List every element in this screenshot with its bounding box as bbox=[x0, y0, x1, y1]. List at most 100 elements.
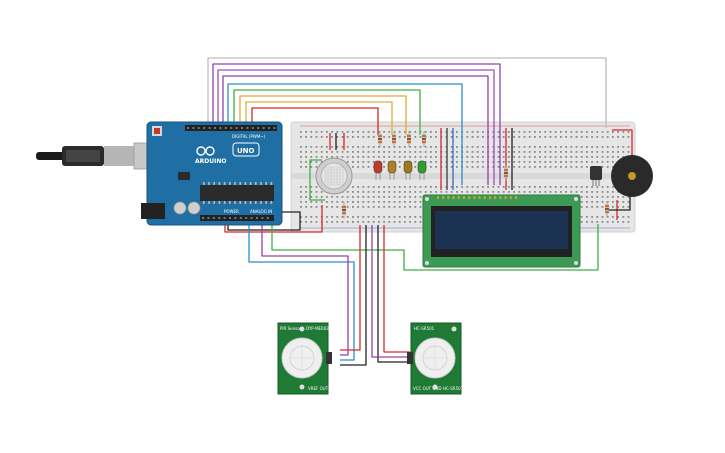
breadboard-hole bbox=[549, 131, 552, 133]
breadboard-hole bbox=[404, 151, 406, 153]
breadboard-hole bbox=[502, 186, 505, 188]
breadboard-hole bbox=[372, 221, 375, 223]
breadboard-hole bbox=[482, 186, 484, 188]
breadboard-hole bbox=[310, 196, 313, 198]
breadboard-hole bbox=[320, 161, 323, 163]
breadboard-hole bbox=[346, 221, 349, 223]
breadboard-hole bbox=[424, 151, 427, 153]
breadboard-hole bbox=[591, 206, 593, 208]
breadboard-hole bbox=[419, 151, 422, 153]
breadboard-hole bbox=[326, 156, 328, 158]
breadboard-hole bbox=[523, 191, 526, 193]
breadboard-hole bbox=[580, 151, 583, 153]
breadboard-hole bbox=[482, 191, 484, 193]
breadboard-hole bbox=[404, 186, 406, 188]
breadboard-hole bbox=[622, 206, 625, 208]
breadboard-hole bbox=[352, 131, 354, 133]
lcd-header-pins bbox=[437, 196, 517, 199]
resistor-band bbox=[422, 141, 426, 143]
breadboard-hole bbox=[617, 151, 619, 153]
breadboard-hole bbox=[300, 166, 302, 168]
breadboard-hole bbox=[471, 146, 474, 148]
breadboard-hole bbox=[419, 216, 422, 218]
breadboard-hole bbox=[554, 151, 557, 153]
breadboard-hole bbox=[383, 186, 385, 188]
breadboard-hole bbox=[508, 191, 510, 193]
breadboard-hole bbox=[320, 146, 323, 148]
breadboard-hole bbox=[430, 191, 432, 193]
breadboard-hole bbox=[508, 151, 510, 153]
breadboard-hole bbox=[346, 151, 349, 153]
breadboard-hole bbox=[315, 146, 318, 148]
breadboard-hole bbox=[560, 186, 562, 188]
lcd-pin bbox=[499, 196, 502, 199]
breadboard-hole bbox=[378, 206, 380, 208]
breadboard-hole bbox=[492, 151, 495, 153]
breadboard-hole bbox=[398, 191, 401, 193]
breadboard-hole bbox=[419, 186, 422, 188]
breadboard-hole bbox=[461, 191, 463, 193]
breadboard-hole bbox=[414, 151, 417, 153]
chip-leg bbox=[223, 182, 226, 185]
breadboard-hole bbox=[398, 196, 401, 198]
breadboard-hole bbox=[476, 166, 479, 168]
breadboard-hole bbox=[404, 136, 406, 138]
chip-leg bbox=[260, 201, 262, 204]
breadboard-hole bbox=[305, 151, 307, 153]
breadboard-hole bbox=[419, 156, 422, 158]
breadboard-hole bbox=[456, 156, 458, 158]
breadboard-hole bbox=[606, 196, 609, 198]
breadboard-hole bbox=[388, 196, 391, 198]
breadboard-hole bbox=[367, 136, 370, 138]
breadboard-hole bbox=[601, 206, 604, 208]
breadboard-hole bbox=[362, 221, 365, 223]
breadboard-hole bbox=[398, 151, 401, 153]
breadboard-hole bbox=[565, 186, 567, 188]
breadboard-hole bbox=[461, 186, 463, 188]
breadboard-hole bbox=[367, 131, 370, 133]
breadboard-hole bbox=[476, 151, 479, 153]
breadboard-hole bbox=[388, 206, 391, 208]
breadboard-hole bbox=[357, 131, 359, 133]
breadboard-hole bbox=[539, 186, 541, 188]
breadboard-hole bbox=[591, 201, 593, 203]
breadboard-hole bbox=[534, 161, 536, 163]
breadboard-hole bbox=[357, 191, 359, 193]
breadboard-hole bbox=[544, 166, 547, 168]
lcd-display bbox=[422, 194, 581, 268]
breadboard-hole bbox=[367, 191, 370, 193]
breadboard-hole bbox=[315, 216, 318, 218]
resistor-band bbox=[407, 138, 411, 140]
breadboard-hole bbox=[575, 151, 578, 153]
breadboard-hole bbox=[523, 161, 526, 163]
header-pin bbox=[234, 217, 237, 219]
breadboard-hole bbox=[409, 156, 411, 158]
breadboard-hole bbox=[372, 131, 375, 133]
breadboard-hole bbox=[497, 156, 500, 158]
breadboard-hole bbox=[320, 151, 323, 153]
led bbox=[373, 160, 383, 174]
lcd-pin bbox=[442, 196, 445, 199]
breadboard-hole bbox=[601, 191, 604, 193]
wire-yellow-top bbox=[245, 101, 393, 135]
breadboard-hole bbox=[476, 131, 479, 133]
breadboard-hole bbox=[513, 146, 515, 148]
breadboard-hole bbox=[378, 151, 380, 153]
breadboard-hole bbox=[518, 131, 521, 133]
header-pin bbox=[192, 127, 195, 129]
breadboard-hole bbox=[357, 186, 359, 188]
breadboard-hole bbox=[419, 206, 422, 208]
breadboard-hole bbox=[606, 221, 609, 223]
breadboard-hole bbox=[586, 151, 588, 153]
resistor-band bbox=[504, 175, 508, 177]
breadboard-hole bbox=[398, 146, 401, 148]
breadboard-hole bbox=[367, 196, 370, 198]
resistor-band bbox=[422, 138, 426, 140]
breadboard-hole bbox=[362, 156, 365, 158]
breadboard-hole bbox=[586, 196, 588, 198]
digital-header-pins bbox=[187, 127, 276, 129]
breadboard-hole bbox=[627, 201, 630, 203]
breadboard-hole bbox=[528, 186, 531, 188]
header-pin bbox=[273, 127, 276, 129]
breadboard-hole bbox=[591, 146, 593, 148]
